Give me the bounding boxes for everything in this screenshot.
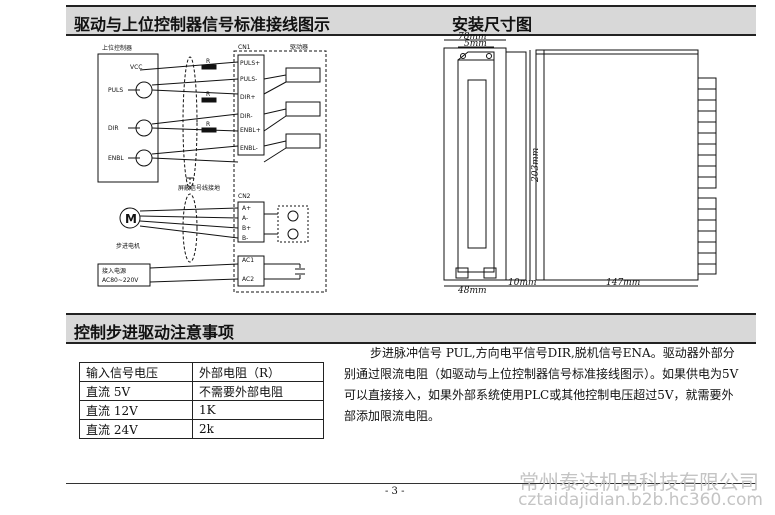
driver-label: 驱动器	[290, 44, 308, 51]
table-row: 直流 24V 2k	[79, 419, 324, 439]
wiring-diagram: 上位控制器 CN1 驱动器 VCC PULS DIR ENBL R R R PU…	[97, 44, 327, 293]
table-cell: 直流 12V	[79, 400, 193, 420]
optocoupler-icon	[285, 67, 321, 83]
watermark-company: 常州泰达机电科技有限公司	[519, 470, 759, 494]
side-view-outline	[535, 49, 699, 281]
pin-label: B-	[242, 235, 248, 242]
dim-78mm: 78mm	[458, 32, 487, 42]
enbl-label: ENBL	[108, 155, 124, 162]
resistor-icon	[201, 127, 217, 133]
dim-5mm: 5mm	[464, 39, 487, 49]
ac-connector	[237, 255, 265, 287]
ac1-label: AC1	[242, 257, 254, 264]
resistor-label: R	[206, 91, 210, 98]
pin-label: B+	[242, 225, 251, 232]
table-header-cell: 外部电阻（R）	[192, 362, 324, 382]
dim-203mm: 203mm	[531, 148, 541, 183]
cn1-label: CN1	[238, 44, 251, 51]
notes-paragraph: 步进脉冲信号 PUL,方向电平信号DIR,脱机信号ENA。驱动器外部分别通过限流…	[344, 346, 739, 423]
table-cell: 1K	[192, 400, 324, 420]
front-view-outline	[443, 47, 507, 281]
pin-label: PULS+	[240, 60, 260, 67]
wiring-diagram-title: 驱动与上位控制器信号标准接线图示	[74, 15, 331, 34]
optocoupler-icon	[285, 101, 321, 117]
vcc-label: VCC	[130, 64, 142, 71]
heading-band-top	[66, 5, 756, 36]
pin-label: DIR-	[240, 113, 252, 120]
controller-box	[97, 53, 159, 183]
ac2-label: AC2	[242, 276, 254, 283]
cn1-connector	[237, 54, 265, 156]
table-header-cell: 输入信号电压	[79, 362, 193, 382]
voltage-resistor-table: 输入信号电压 外部电阻（R） 直流 5V 不需要外部电阻 直流 12V 1K 直…	[79, 362, 324, 439]
power-label: 接入电源	[102, 267, 126, 275]
table-cell: 2k	[192, 419, 324, 439]
table-row: 直流 12V 1K	[79, 400, 324, 420]
dim-147mm: 147mm	[606, 278, 640, 288]
table-cell: 直流 24V	[79, 419, 193, 439]
resistor-icon	[201, 64, 217, 70]
dim-48mm: 48mm	[457, 286, 487, 294]
pin-label: ENBL-	[240, 145, 258, 152]
controller-label: 上位控制器	[102, 44, 132, 52]
upper-terminal-block	[697, 77, 717, 189]
page-number: - 3 -	[385, 486, 405, 497]
pin-label: PULS-	[240, 76, 257, 83]
power-voltage-label: AC80~220V	[102, 277, 139, 284]
puls-label: PULS	[108, 87, 123, 94]
footer-rule	[66, 483, 756, 484]
dim-10mm: 10mm	[508, 278, 537, 288]
notes-title: 控制步进驱动注意事项	[74, 323, 235, 342]
motor-symbol: M	[125, 212, 137, 226]
pin-label: A+	[242, 205, 251, 212]
cn2-label: CN2	[238, 193, 251, 200]
lower-terminal-block	[697, 197, 717, 275]
front-view-slot	[467, 79, 487, 249]
watermark-url: cztaidajidian.b2b.hc360.com	[518, 490, 763, 510]
mounting-dimensions-drawing: 78mm 5mm 203mm 48mm 10mm 147mm	[443, 32, 717, 294]
dir-label: DIR	[108, 125, 119, 132]
resistor-icon	[201, 97, 217, 103]
optocoupler-icon	[285, 133, 321, 149]
pin-label: ENBL+	[240, 127, 261, 134]
pin-label: A-	[242, 215, 248, 222]
heading-band-notes	[66, 313, 756, 344]
shield-ground-label: 屏蔽信号线接地	[178, 184, 220, 192]
power-input-box	[97, 263, 151, 287]
pin-label: DIR+	[240, 94, 256, 101]
driver-box	[233, 50, 327, 293]
cn2-connector	[237, 201, 265, 243]
resistor-label: R	[206, 121, 210, 128]
stepper-motor-icon	[119, 207, 141, 229]
table-header-row: 输入信号电压 外部电阻（R）	[79, 362, 324, 382]
mounting-dimensions-title: 安装尺寸图	[452, 15, 533, 34]
table-cell: 不需要外部电阻	[192, 381, 324, 401]
table-row: 直流 5V 不需要外部电阻	[79, 381, 324, 401]
table-cell: 直流 5V	[79, 381, 193, 401]
resistor-label: R	[206, 58, 210, 65]
motor-label: 步进电机	[116, 242, 140, 250]
